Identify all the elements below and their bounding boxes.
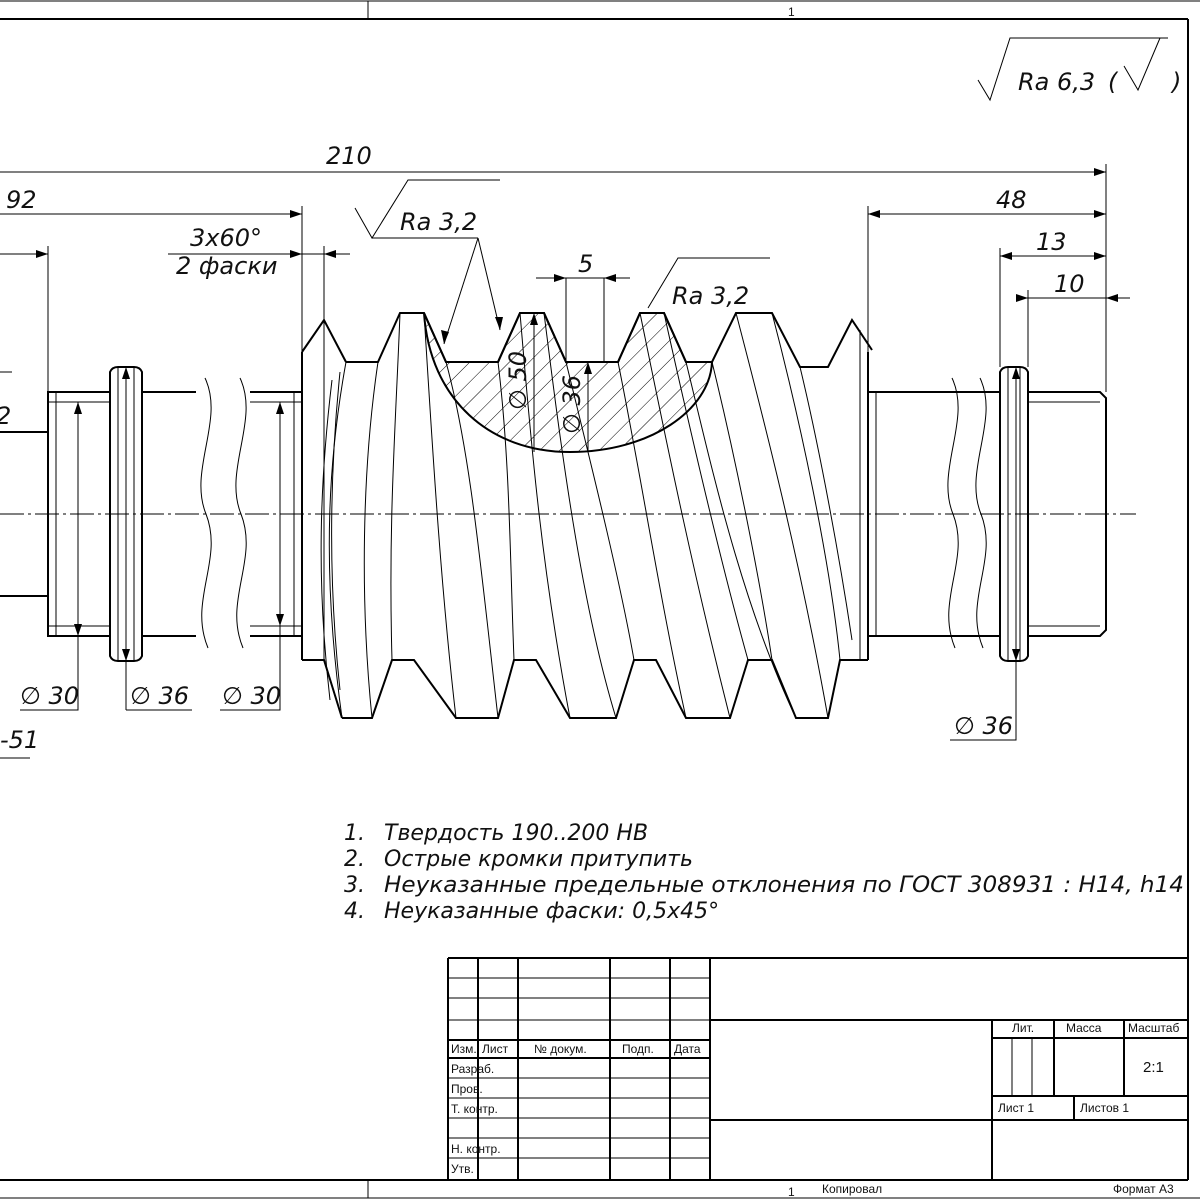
tb-row-checked: Пров.	[451, 1082, 483, 1096]
dim-right-13: 13	[1036, 228, 1067, 256]
format-label: Формат А3	[1113, 1182, 1174, 1196]
tb-sheets-label: Листов 1	[1080, 1101, 1129, 1115]
roughness-check-icon	[1123, 37, 1161, 92]
tb-row-approved: Утв.	[451, 1162, 474, 1176]
note-1-text: Твердость 190..200 НВ	[384, 821, 648, 846]
thread-roughness-marks	[354, 179, 770, 345]
general-roughness-mark: Ra 6,3 ( )	[977, 37, 1181, 102]
note-4-num: 4.	[344, 899, 365, 924]
dim-left-collar: ∅ 36	[130, 682, 189, 710]
note-3-num: 3.	[344, 873, 365, 898]
top-zone-number: 1	[788, 5, 795, 19]
note-3-text: Неуказанные предельные отклонения по ГОС…	[384, 873, 1184, 898]
bottom-zone-number: 1	[788, 1185, 795, 1199]
local-section: ∅ 50 ∅ 36	[423, 312, 714, 454]
tb-header-izm: Изм.	[451, 1042, 477, 1056]
note-2-text: Острые кромки притупить	[384, 847, 693, 872]
thread-roughness-1: Ra 3,2	[400, 208, 477, 236]
section-dia-outer: ∅ 50	[504, 351, 532, 410]
dim-mid-journal: ∅ 30	[222, 682, 281, 710]
dim-left-bottom-label: -51	[0, 726, 39, 754]
note-4-text: Неуказанные фаски: 0,5х45°	[384, 899, 719, 924]
dimension-texts: 210 92 3x60° 2 фаски 48 13 10 5 Ra 3,2 R…	[0, 142, 1085, 754]
dim-right-10: 10	[1054, 270, 1085, 298]
tb-sheet-label: Лист 1	[998, 1101, 1034, 1115]
right-end	[868, 366, 1107, 662]
tb-scale-value: 2:1	[1143, 1059, 1164, 1076]
dim-pitch-width: 5	[578, 250, 593, 278]
roughness-open-paren: (	[1108, 68, 1119, 96]
tb-row-norm-control: Н. контр.	[451, 1142, 501, 1156]
left-collar	[109, 366, 196, 662]
note-2-num: 2.	[344, 847, 365, 872]
thread-roughness-2: Ra 3,2	[672, 282, 749, 310]
technical-notes: 1. Твердость 190..200 НВ 2. Острые кромк…	[344, 821, 1184, 924]
tb-header-sign: Подп.	[622, 1042, 654, 1056]
note-1-num: 1.	[344, 821, 365, 846]
dim-right-collar: ∅ 36	[954, 712, 1013, 740]
dim-left-journal: ∅ 30	[20, 682, 79, 710]
copied-label: Копировал	[822, 1182, 882, 1196]
general-roughness-text: Ra 6,3	[1018, 68, 1095, 96]
dim-chamfer-line1: 3x60°	[190, 224, 262, 252]
tb-row-developed: Разраб.	[451, 1062, 494, 1076]
section-hatch	[423, 312, 714, 454]
dimension-arrows	[36, 168, 1118, 661]
tb-header-doc: № докум.	[534, 1042, 587, 1056]
tb-header-date: Дата	[674, 1042, 701, 1056]
roughness-close-paren: )	[1170, 68, 1181, 96]
break-lines	[200, 377, 987, 649]
dim-overall-length: 210	[326, 142, 372, 170]
tb-row-tech-control: Т. контр.	[451, 1102, 498, 1116]
dim-right-length: 48	[996, 186, 1027, 214]
tb-header-list: Лист	[482, 1042, 509, 1056]
title-block: Изм. Лист № докум. Подп. Дата Разраб. Пр…	[447, 957, 1188, 1180]
left-journal	[250, 391, 302, 637]
section-dia-root: ∅ 36	[558, 375, 586, 434]
dim-chamfer-line2: 2 фаски	[176, 252, 277, 280]
tb-scale-label: Масштаб	[1128, 1021, 1179, 1035]
tb-lit-label: Лит.	[1012, 1021, 1034, 1035]
dim-left-cut-label: 2	[0, 402, 11, 430]
dim-left-length: 92	[6, 186, 37, 214]
tb-mass-label: Масса	[1066, 1021, 1102, 1035]
dimension-lines	[0, 164, 1130, 759]
